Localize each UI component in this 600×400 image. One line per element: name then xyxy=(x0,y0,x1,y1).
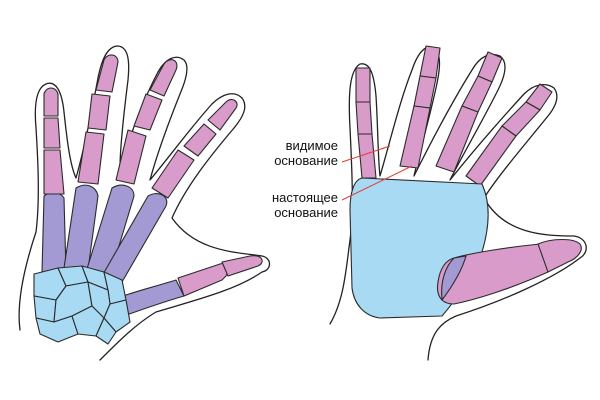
right-ring-segment xyxy=(399,105,431,169)
right-hand xyxy=(329,45,587,361)
index-phalanx-proximal xyxy=(151,149,195,199)
ring-phalanx-distal xyxy=(95,54,119,93)
right-little-segment xyxy=(357,133,377,179)
true-base-label-line2: основание xyxy=(274,205,338,220)
thumb-overlap xyxy=(441,255,467,301)
right-middle-segment xyxy=(461,75,493,113)
right-little-finger xyxy=(355,67,377,179)
right-thumb-tip xyxy=(537,238,582,273)
index-phalanx-distal xyxy=(207,99,238,131)
visible-base-label: видимое основание xyxy=(250,138,338,168)
right-ring-finger xyxy=(399,45,441,169)
middle-phalanx-proximal xyxy=(115,129,147,185)
carpal-bone xyxy=(95,317,117,345)
middle-phalanx-distal xyxy=(149,59,178,97)
true-base-leader-line xyxy=(341,165,413,201)
true-base-label-line1: настоящее xyxy=(272,190,338,205)
visible-base-leader-line xyxy=(341,145,391,163)
ring-phalanx-proximal xyxy=(77,131,105,185)
right-middle-finger xyxy=(435,51,503,173)
thumb-phalanx-distal xyxy=(221,255,263,277)
carpal-bone xyxy=(103,299,131,333)
left-hand xyxy=(18,45,271,361)
right-index-finger xyxy=(465,83,553,187)
ring-metacarpal xyxy=(63,184,99,271)
visible-base-label-line2: основание xyxy=(274,153,338,168)
right-middle-segment xyxy=(435,105,479,173)
carpal-bones xyxy=(33,265,131,345)
visible-base-label-line1: видимое xyxy=(285,138,338,153)
middle-phalanx-middle xyxy=(133,93,163,131)
index-metacarpal xyxy=(101,193,168,283)
little-phalanx-proximal xyxy=(43,149,65,195)
thumb-phalanx-proximal xyxy=(177,263,229,297)
little-phalanx-distal xyxy=(43,87,59,117)
ring-phalanx-middle xyxy=(87,93,111,131)
true-base-label: настоящее основание xyxy=(250,190,338,220)
right-little-segment xyxy=(355,101,373,135)
little-phalanx-middle xyxy=(43,117,61,149)
little-metacarpal xyxy=(41,191,67,273)
index-phalanx-middle xyxy=(183,123,217,157)
right-little-segment xyxy=(355,67,371,103)
